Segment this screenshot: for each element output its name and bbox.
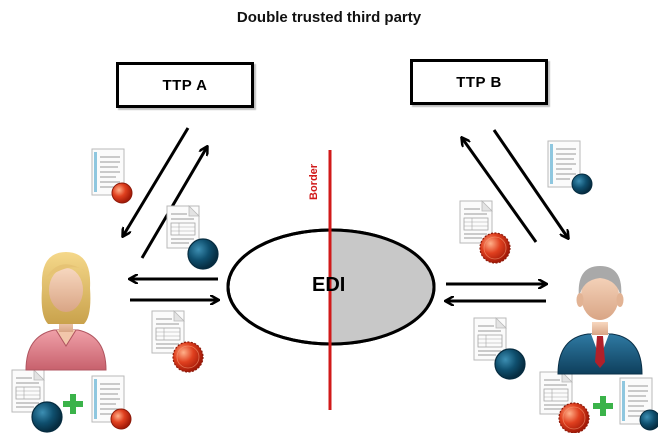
red-seal-icon (558, 402, 590, 433)
blue-seal-icon (639, 409, 658, 431)
plus-icon (593, 396, 613, 416)
blue-seal-icon (571, 173, 593, 195)
diagram-title: Double trusted third party (236, 9, 422, 26)
ttp-a-box: TTP A (116, 62, 254, 108)
arrow-sender-to-ttpa (140, 147, 207, 259)
plus-icon (63, 394, 83, 414)
arrow-receiver-to-ttpb (462, 138, 538, 243)
blue-seal-icon (187, 238, 219, 270)
edi-label: EDI (312, 274, 346, 296)
ttp-b-box: TTP B (410, 59, 548, 105)
woman-avatar-icon (25, 252, 107, 371)
blue-seal-icon (494, 348, 526, 380)
red-seal-icon (172, 341, 204, 373)
red-seal-icon (110, 408, 132, 430)
border-label: Border (308, 163, 320, 200)
man-avatar-icon (557, 266, 643, 375)
arrow-ttpa-to-sender (123, 127, 190, 236)
arrow-ttpb-to-receiver (492, 129, 568, 238)
blue-seal-icon (31, 401, 63, 433)
red-seal-icon (479, 232, 511, 264)
red-seal-icon (111, 182, 133, 204)
